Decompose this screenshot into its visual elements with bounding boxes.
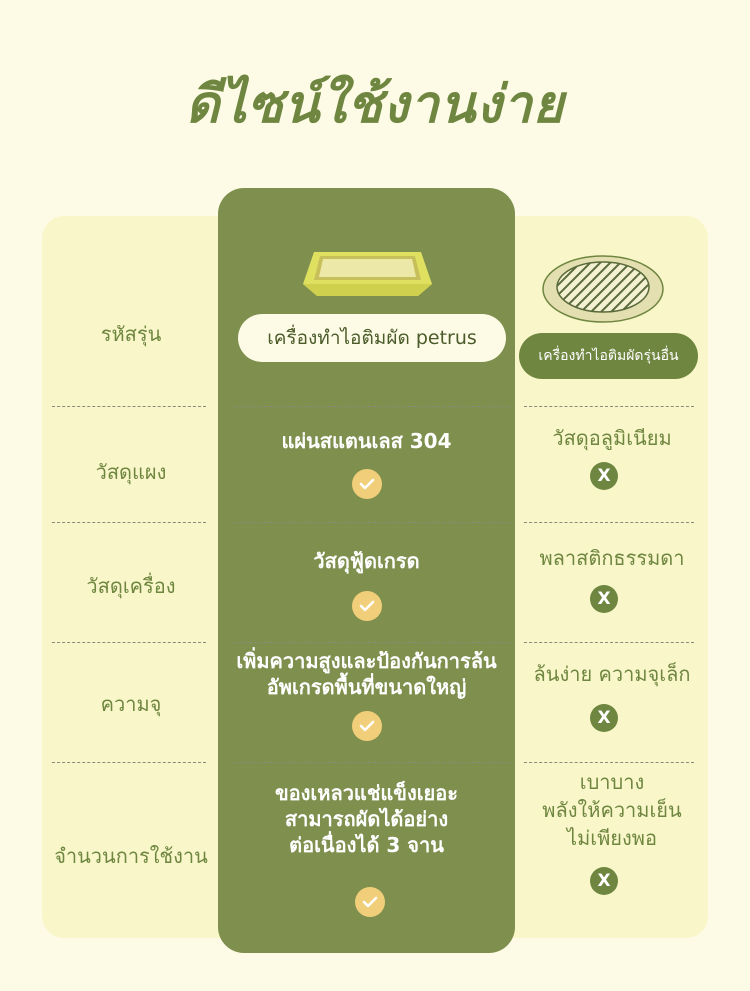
check-icon (352, 711, 382, 741)
aluminum-pan-image (542, 255, 664, 323)
other-plate-material: วัสดุอลูมิเนียม (552, 426, 672, 450)
x-icon: X (590, 462, 618, 490)
other-capacity: ล้นง่าย ความจุเล็ก (533, 662, 691, 686)
x-icon: X (590, 704, 618, 732)
x-icon: X (590, 585, 618, 613)
x-icon: X (590, 867, 618, 895)
other-usage: เบาบาง พลังให้ความเย็น ไม่เพียงพอ (542, 770, 682, 850)
row-label-model: รหัสรุ่น (100, 322, 162, 346)
ours-plate-material: แผ่นสแตนเลส 304 (281, 429, 452, 453)
product-other-label: เครื่องทำไอติมผัดรุ่นอื่น (519, 333, 698, 379)
ours-usage: ของเหลวแช่แข็งเยอะ สามารถผัดได้อย่าง ต่อ… (274, 781, 459, 857)
check-icon (352, 591, 382, 621)
check-icon (352, 469, 382, 499)
row-divider (524, 762, 694, 763)
row-divider (52, 406, 206, 407)
row-divider (524, 522, 694, 523)
other-body-material: พลาสติกธรรมดา (539, 546, 685, 570)
stainless-pan-image (303, 252, 432, 296)
row-divider (234, 406, 510, 407)
row-label-usage: จำนวนการใช้งาน (54, 844, 208, 868)
row-label-plate-material: วัสดุแผง (95, 460, 167, 484)
row-divider (234, 642, 510, 643)
product-ours-label: เครื่องทำไอติมผัด petrus (238, 314, 506, 362)
row-label-capacity: ความจุ (100, 692, 162, 716)
row-divider (524, 642, 694, 643)
ours-capacity: เพิ่มความสูงและป้องกันการล้น อัพเกรดพื้น… (236, 649, 497, 699)
page-title: ดีไซน์ใช้งานง่าย (185, 74, 565, 135)
row-divider (234, 762, 510, 763)
check-icon (355, 887, 385, 917)
row-divider (234, 522, 510, 523)
row-divider (52, 762, 206, 763)
row-label-body-material: วัสดุเครื่อง (86, 574, 176, 598)
row-divider (524, 406, 694, 407)
row-divider (52, 522, 206, 523)
row-divider (52, 642, 206, 643)
ours-body-material: วัสดุฟู้ดเกรด (313, 549, 420, 573)
